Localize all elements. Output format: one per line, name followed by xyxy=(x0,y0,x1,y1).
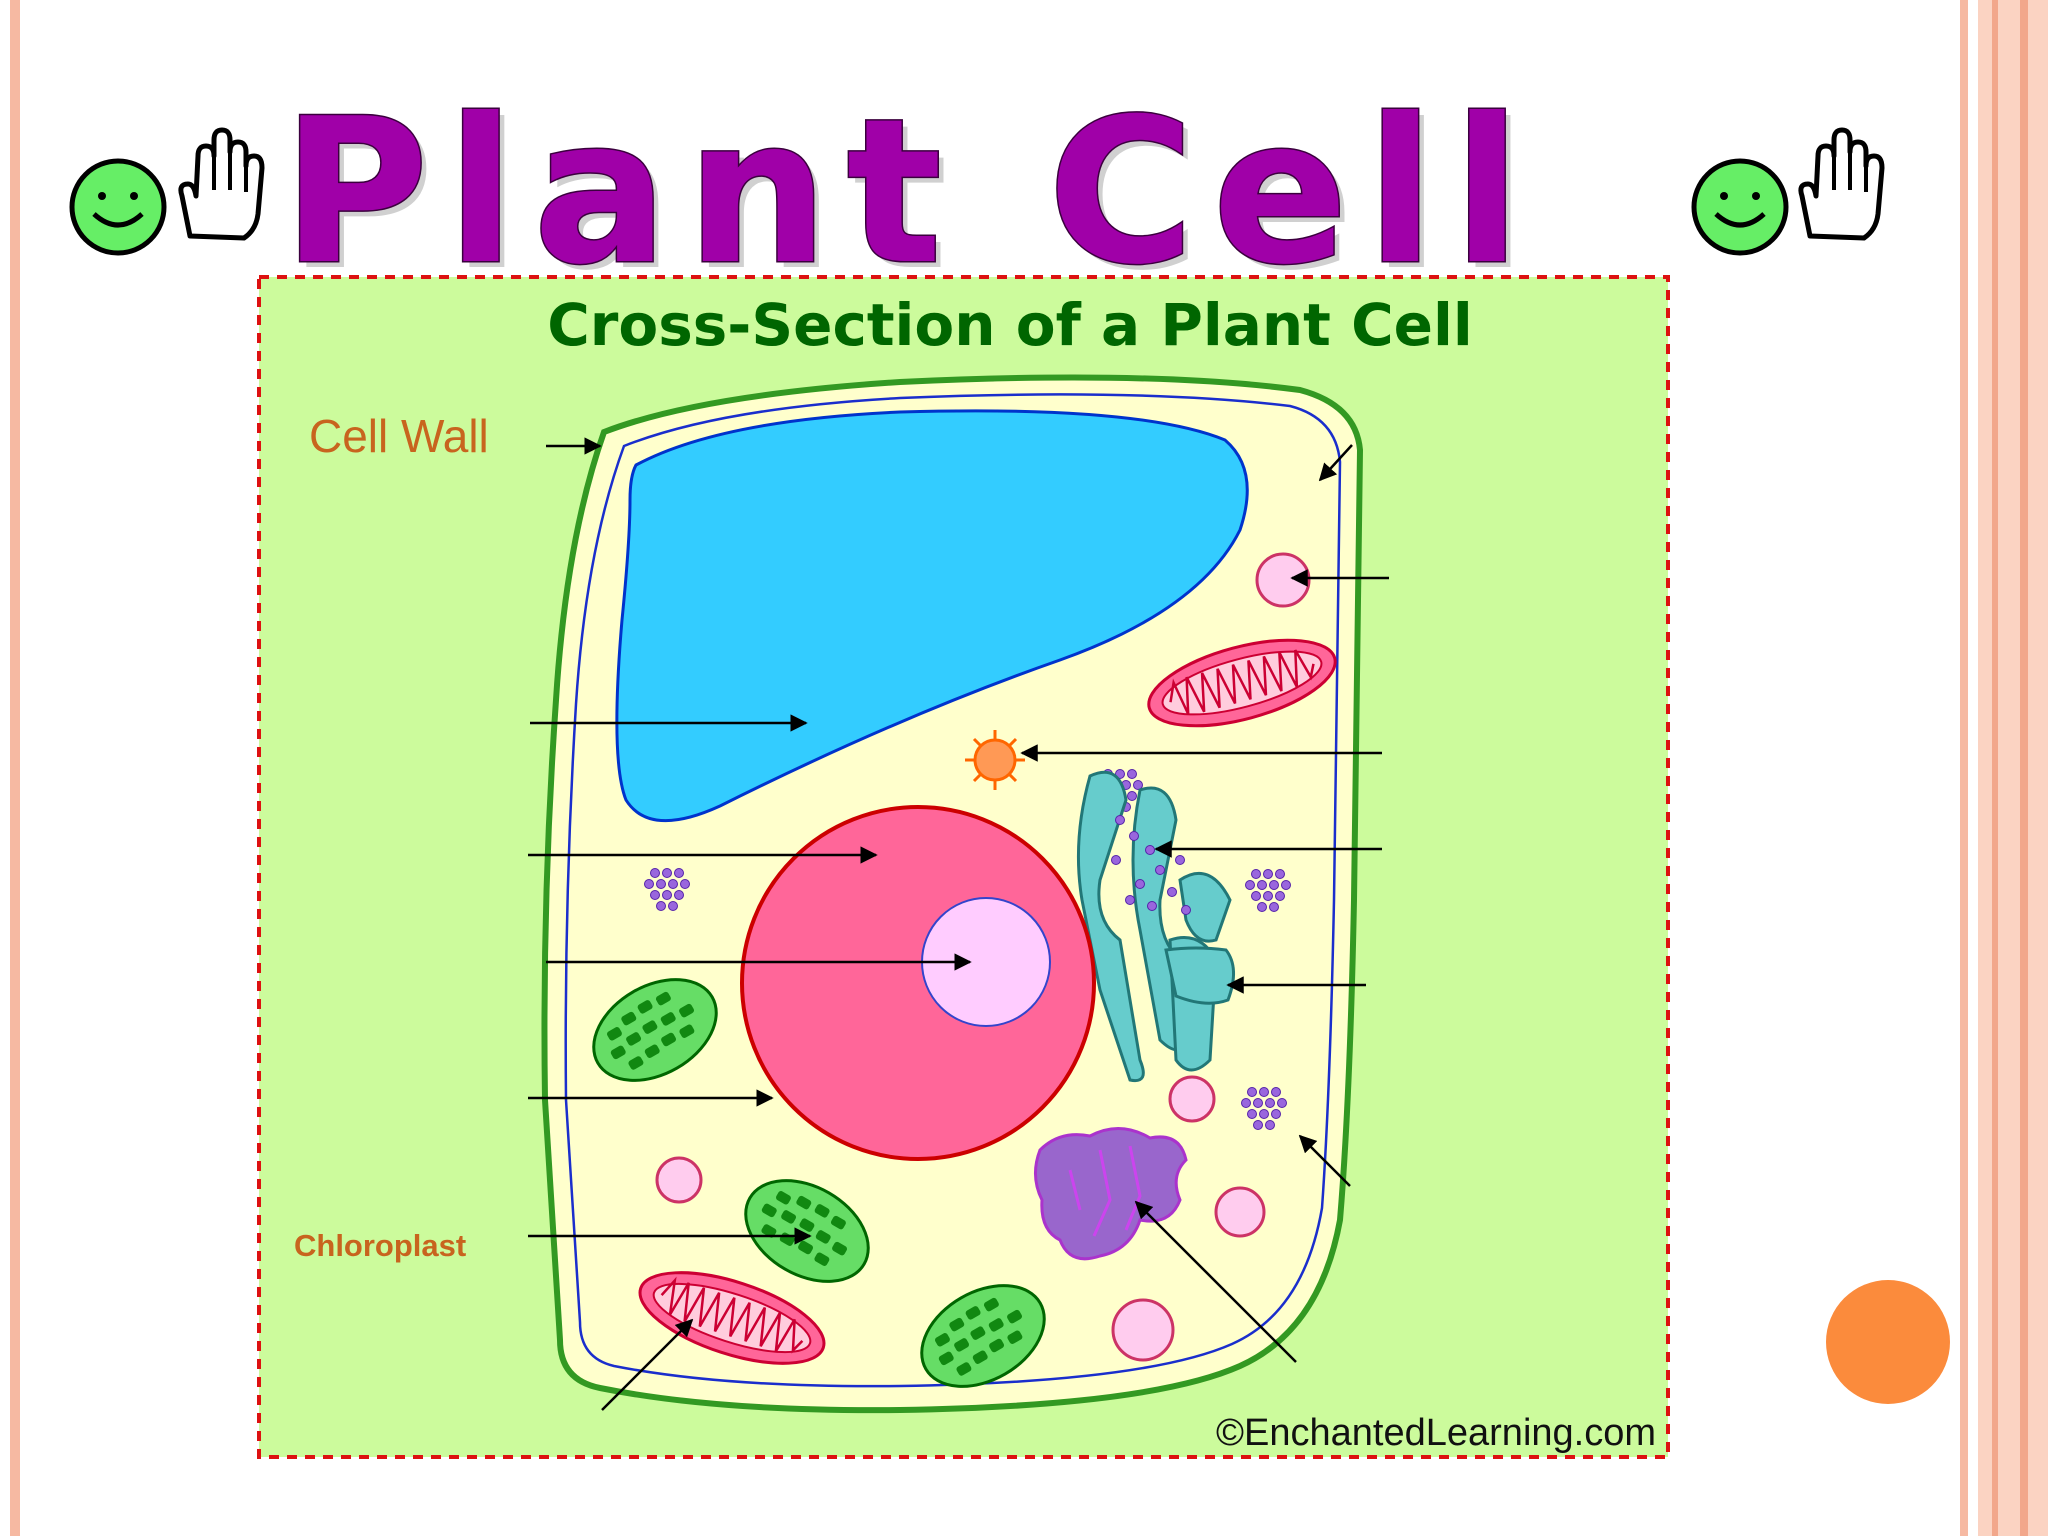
vacuole xyxy=(615,409,1249,823)
slide-title: Plant Cell Plant Cell xyxy=(281,95,1545,285)
centrosome xyxy=(965,730,1025,790)
slide-title-shadow: Plant Cell xyxy=(288,95,1545,285)
vesicle xyxy=(655,552,1311,1362)
smiley-icon xyxy=(1691,158,1789,256)
arrow-ribosome xyxy=(1298,1134,1351,1187)
label-chloroplast: Chloroplast xyxy=(294,1228,466,1263)
smiley-icon xyxy=(69,158,167,256)
slide-frame-right xyxy=(1960,0,1968,1536)
label-cell-wall: Cell Wall xyxy=(309,410,489,462)
accent-dot xyxy=(1826,1280,1950,1404)
slide-title-text: Plant Cell xyxy=(282,95,1539,285)
hand-icon xyxy=(1798,127,1885,241)
slide-frame-right-stripe xyxy=(1992,0,1998,1536)
pointer-arrows xyxy=(528,437,1389,1411)
endoplasmic-reticulum xyxy=(1076,770,1235,1083)
slide-frame-right-band xyxy=(1978,0,2048,1536)
slide-frame-right-stripe-2 xyxy=(2020,0,2028,1536)
arrow-top-right xyxy=(1318,444,1353,482)
arrow-mitochondrion xyxy=(601,1318,694,1411)
plant-cell-diagram: Cross-Section of a Plant Cell xyxy=(257,275,1670,1459)
hand-icon xyxy=(178,127,265,241)
golgi-apparatus xyxy=(1034,1126,1188,1261)
er-ribosomes xyxy=(1111,815,1191,915)
diagram-heading: Cross-Section of a Plant Cell xyxy=(547,291,1473,359)
arrow-golgi xyxy=(1134,1200,1297,1363)
nucleus xyxy=(740,805,1096,1161)
diagram-credit: ©EnchantedLearning.com xyxy=(1216,1412,1656,1454)
cell-membrane xyxy=(564,393,1342,1388)
slide-frame-left xyxy=(10,0,20,1536)
